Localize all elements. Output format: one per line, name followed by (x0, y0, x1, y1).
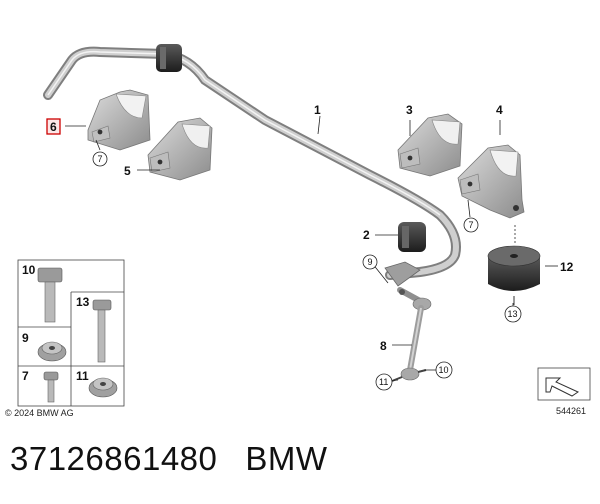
legend-label-13: 13 (76, 295, 90, 309)
callout-6-highlighted: 6 (46, 118, 61, 135)
bracket-5 (147, 117, 213, 181)
brand-name: BMW (245, 440, 328, 477)
part-number: 37126861480 (10, 440, 218, 477)
bar-bushing-left (156, 44, 182, 72)
callout-4: 4 (496, 103, 503, 117)
svg-text:10: 10 (439, 365, 449, 375)
circle-callout-7b: 7 (463, 217, 479, 233)
rubber-mount-2 (398, 222, 426, 252)
circle-callout-9: 9 (362, 254, 378, 270)
circle-callout-13: 13 (504, 305, 522, 323)
legend-label-11: 11 (76, 369, 89, 383)
nut-9-icon (37, 341, 67, 362)
callout-1: 1 (314, 103, 321, 117)
svg-text:7: 7 (98, 154, 103, 164)
legend-label-9: 9 (22, 331, 29, 345)
exploded-parts-diagram: 1 2 3 4 5 8 12 6 7 7 9 10 11 13 10 (5, 44, 591, 418)
bracket-4 (457, 144, 525, 219)
circle-callout-11: 11 (375, 373, 393, 391)
bolt-13-icon (92, 299, 112, 363)
circle-callout-7a: 7 (92, 151, 108, 167)
copyright-text: © 2024 BMW AG (5, 408, 74, 418)
bracket-6 (87, 89, 151, 151)
legend-label-10: 10 (22, 263, 36, 277)
nut-11-icon (88, 377, 118, 398)
callout-5: 5 (124, 164, 131, 178)
callout-12: 12 (560, 260, 574, 274)
svg-text:11: 11 (379, 377, 388, 387)
diagram-id: 544261 (556, 406, 586, 416)
bolt-10-icon (37, 267, 63, 323)
link-rod-8 (391, 287, 432, 382)
direction-arrow-icon (537, 367, 591, 401)
circle-callout-10: 10 (435, 361, 453, 379)
rubber-block-12 (487, 225, 541, 305)
bracket-3 (397, 113, 463, 177)
svg-text:9: 9 (368, 257, 373, 267)
stabilizer-bar (43, 44, 461, 287)
bolt-7-icon (43, 371, 59, 403)
callout-8: 8 (380, 339, 387, 353)
svg-text:7: 7 (469, 220, 474, 230)
svg-text:13: 13 (508, 309, 518, 319)
part-caption: 37126861480 BMW (10, 440, 356, 478)
callout-2: 2 (363, 228, 370, 242)
legend-label-7: 7 (22, 369, 29, 383)
callout-3: 3 (406, 103, 413, 117)
hardware-legend: 10 13 9 7 11 (17, 259, 125, 407)
svg-text:6: 6 (50, 120, 57, 134)
